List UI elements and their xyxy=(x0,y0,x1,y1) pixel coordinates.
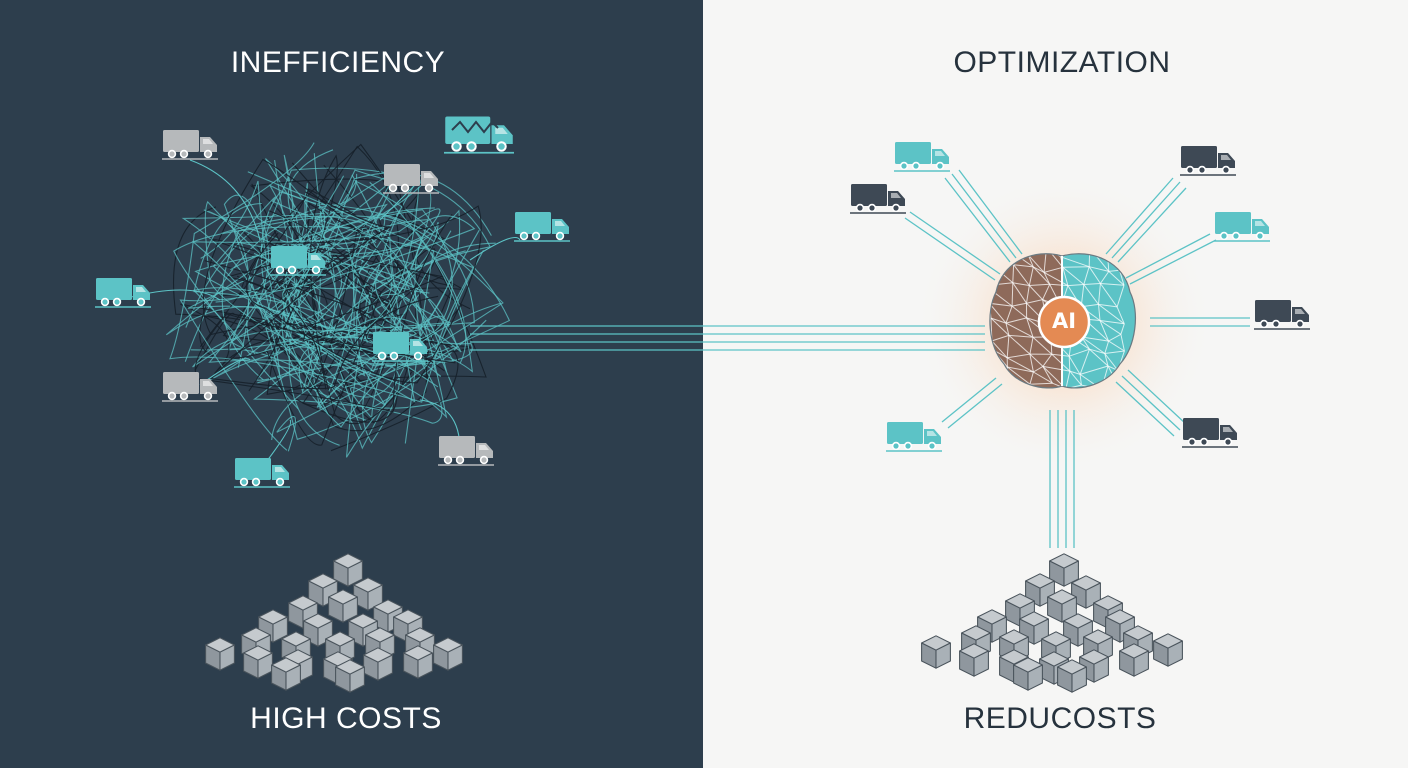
cube xyxy=(1013,657,1043,691)
ai-label: AI xyxy=(1051,309,1077,333)
cube xyxy=(959,643,989,677)
route-line xyxy=(248,154,413,425)
route-line xyxy=(253,186,462,353)
cube xyxy=(403,645,433,679)
route-line xyxy=(252,174,443,424)
wavy-truck-icon xyxy=(444,115,514,154)
route-line xyxy=(281,207,502,428)
cube xyxy=(271,657,301,691)
left-title: INEFFICIENCY xyxy=(230,46,446,79)
route-line xyxy=(239,143,487,395)
route-line xyxy=(210,191,439,390)
route-line xyxy=(298,213,496,394)
route-line xyxy=(282,215,423,345)
route-line xyxy=(251,182,432,441)
route-line xyxy=(228,168,400,392)
cube xyxy=(1119,643,1149,677)
brain-icon xyxy=(989,253,1137,389)
cube xyxy=(335,659,365,693)
route-line xyxy=(173,180,427,432)
route-line xyxy=(223,194,487,440)
route-line xyxy=(179,215,476,451)
hub-spokes xyxy=(904,169,1250,548)
tangled-routes xyxy=(119,142,521,471)
route-line xyxy=(202,158,405,342)
connection-lines xyxy=(470,325,985,351)
route-line xyxy=(226,247,444,390)
right-title: OPTIMIZATION xyxy=(953,46,1171,79)
left-trucks xyxy=(95,115,570,488)
cube xyxy=(1057,659,1087,693)
cube xyxy=(363,647,393,681)
route-line xyxy=(169,142,484,403)
cube xyxy=(921,635,951,669)
route-line xyxy=(267,213,504,452)
cube xyxy=(243,645,273,679)
ai-badge xyxy=(1037,295,1091,349)
cube xyxy=(433,637,463,671)
route-line xyxy=(230,209,453,408)
route-line xyxy=(469,236,521,261)
route-line xyxy=(212,196,435,444)
left-caption: HIGH COSTS xyxy=(250,702,442,735)
route-line xyxy=(208,175,448,419)
cube xyxy=(1153,633,1183,667)
cube xyxy=(205,637,235,671)
route-line xyxy=(194,213,456,413)
route-line xyxy=(193,171,474,377)
cube xyxy=(328,589,358,623)
route-line xyxy=(247,192,471,424)
right-caption: REDUCOSTS xyxy=(963,702,1157,735)
route-line xyxy=(189,159,261,241)
